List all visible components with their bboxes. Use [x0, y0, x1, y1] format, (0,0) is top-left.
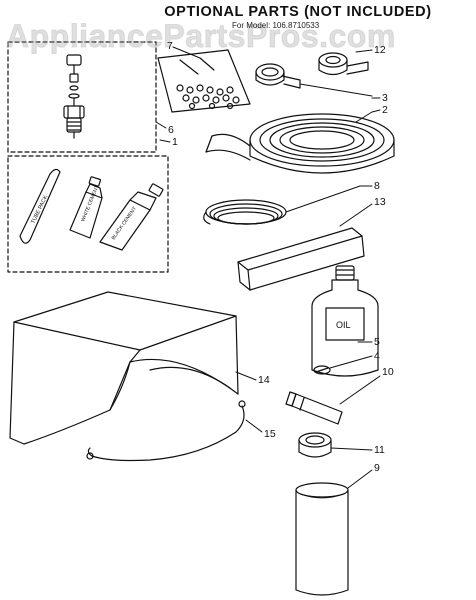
- callout-6: 6: [168, 124, 174, 136]
- oil-bottle-part: [311, 265, 379, 377]
- diagram-title: OPTIONAL PARTS (NOT INCLUDED): [164, 4, 432, 20]
- callout-1: 1: [172, 136, 178, 148]
- white-cement-label: WHITE CEMENT: [80, 185, 100, 223]
- tape-roll-3-part: [255, 63, 301, 89]
- callout-2: 2: [382, 104, 388, 116]
- model-number: For Model: 106.8710533: [232, 21, 320, 30]
- callout-9: 9: [374, 462, 380, 474]
- cement-kit-box: [7, 155, 169, 273]
- cover-part: [9, 291, 239, 445]
- tape-roll-12-part: [318, 52, 369, 76]
- tube-strip-part: [19, 168, 61, 244]
- black-cement-tube-part: [99, 183, 164, 251]
- callout-7: 7: [167, 40, 173, 52]
- valve-kit-box: [7, 41, 157, 153]
- callout-14: 14: [258, 374, 270, 386]
- sealing-pad-sheet-part: [157, 49, 251, 113]
- callout-5: 5: [374, 336, 380, 348]
- tube-part: [285, 391, 343, 425]
- capsule-part: [313, 365, 331, 375]
- black-cement-label: BLACK CEMENT: [111, 206, 138, 241]
- wire-coil-part: [203, 199, 287, 225]
- sealer-tape-part: [298, 432, 332, 458]
- callout-8: 8: [374, 180, 380, 192]
- cord-part: [86, 400, 246, 462]
- callout-11: 11: [374, 444, 385, 456]
- callout-15: 15: [264, 428, 276, 440]
- oil-label: OIL: [336, 320, 351, 330]
- weatherstrip-coil-part: [205, 113, 395, 174]
- white-cement-tube-part: [69, 176, 103, 239]
- callout-10: 10: [382, 366, 394, 378]
- spray-can-part: [295, 482, 349, 596]
- callout-4: 4: [374, 350, 380, 362]
- leader-lines: [155, 46, 381, 489]
- callout-3: 3: [382, 92, 388, 104]
- foam-block-part: [237, 227, 365, 291]
- callout-13: 13: [374, 196, 386, 208]
- watermark: AppliancePartsPros.com: [6, 18, 396, 55]
- valve-fitting-part: [63, 54, 85, 139]
- callout-12: 12: [374, 44, 386, 56]
